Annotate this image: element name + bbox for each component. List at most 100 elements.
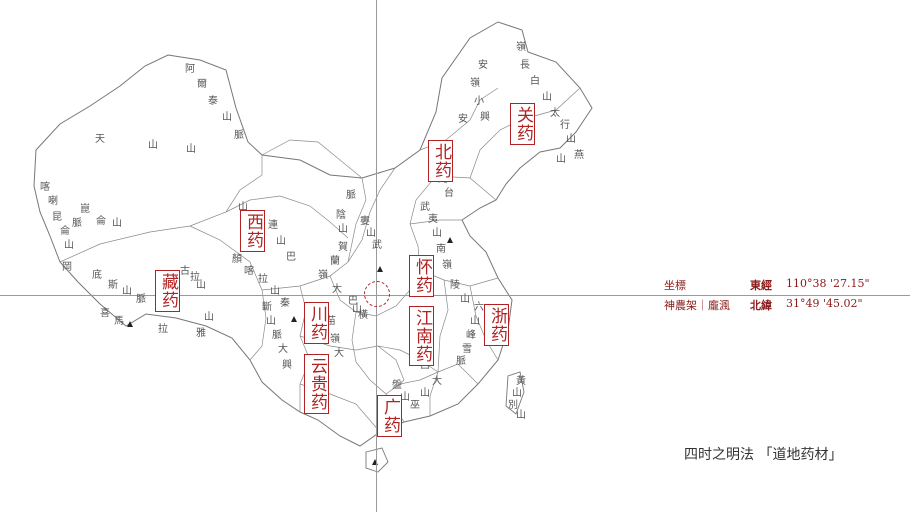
region-chuan: 川药 xyxy=(304,302,329,344)
terrain-glyph: 阿 xyxy=(185,64,195,75)
terrain-glyph: 太 xyxy=(550,108,560,119)
country-outline xyxy=(33,21,593,447)
region-guan: 关药 xyxy=(510,103,535,145)
terrain-glyph: 侖 xyxy=(96,216,106,227)
terrain-glyph: 喀 xyxy=(40,182,50,193)
terrain-glyph: 拉 xyxy=(258,274,268,285)
terrain-glyph: 大 xyxy=(334,348,344,359)
terrain-glyph: 嶺 xyxy=(318,270,328,281)
terrain-glyph: 岡 xyxy=(62,262,72,273)
crosshair-vertical xyxy=(376,0,377,512)
terrain-glyph: 巴 xyxy=(286,252,296,263)
terrain-glyph: 喀 xyxy=(244,266,254,277)
terrain-glyph: 崑 xyxy=(80,204,90,215)
hainan-outline xyxy=(365,447,389,473)
terrain-glyph: 秦 xyxy=(280,298,290,309)
terrain-glyph: 山 xyxy=(542,92,552,103)
terrain-glyph: 侖 xyxy=(60,226,70,237)
longitude-label: 東經 xyxy=(750,279,772,292)
terrain-glyph: 大 xyxy=(278,344,288,355)
terrain-glyph: 喇 xyxy=(48,196,58,207)
terrain-glyph: 六 xyxy=(474,302,484,313)
terrain-glyph: 山 xyxy=(512,388,522,399)
terrain-glyph: 脈 xyxy=(72,218,82,229)
coordinates-panel: 坐標 東經 110°38 '27.15" 神農架｜龐渢 北緯 31°49 '45… xyxy=(664,277,904,313)
terrain-glyph: 巫 xyxy=(410,400,420,411)
terrain-glyph: 長 xyxy=(520,60,530,71)
terrain-glyph: 脈 xyxy=(272,330,282,341)
terrain-glyph: 嶺 xyxy=(470,78,480,89)
terrain-glyph: 興 xyxy=(480,112,490,123)
terrain-glyph: 脈 xyxy=(234,130,244,141)
terrain-glyph: 斯 xyxy=(108,280,118,291)
terrain-glyph: 山 xyxy=(266,316,276,327)
terrain-glyph: 大 xyxy=(332,284,342,295)
footer-title: 四时之明法 「道地药材」 xyxy=(684,447,843,463)
terrain-glyph: 山 xyxy=(470,316,480,327)
latitude-label: 北緯 xyxy=(750,299,772,312)
terrain-glyph: 山 xyxy=(270,286,280,297)
region-yungui: 云贵药 xyxy=(304,354,329,414)
terrain-glyph: 南 xyxy=(436,244,446,255)
terrain-glyph: 脈 xyxy=(136,294,146,305)
terrain-glyph: 橫 xyxy=(358,310,368,321)
taiwan-outline xyxy=(505,371,525,415)
terrain-glyph: 山 xyxy=(222,112,232,123)
terrain-glyph: 山 xyxy=(352,304,362,315)
terrain-glyph: 台 xyxy=(444,188,454,199)
region-xi: 西药 xyxy=(240,210,265,252)
terrain-glyph: 馬 xyxy=(114,316,124,327)
terrain-glyph: 拉 xyxy=(158,324,168,335)
terrain-glyph: 峰 xyxy=(466,330,476,341)
terrain-glyph: 喜 xyxy=(100,308,110,319)
coord-label-top: 坐標 xyxy=(664,279,686,292)
terrain-glyph: 安 xyxy=(478,60,488,71)
terrain-glyph: 拉 xyxy=(190,272,200,283)
longitude-value: 110°38 '27.15" xyxy=(786,277,870,290)
terrain-glyph: 巴 xyxy=(348,296,358,307)
terrain-glyph: 山 xyxy=(112,218,122,229)
terrain-glyph: 脈 xyxy=(456,356,466,367)
terrain-glyph: 天 xyxy=(95,134,105,145)
terrain-glyph: 山 xyxy=(432,228,442,239)
terrain-glyph: 黃 xyxy=(516,376,526,387)
terrain-glyph: 山 xyxy=(338,224,348,235)
terrain-glyph: 山 xyxy=(556,154,566,165)
terrain-glyph: 婁 xyxy=(360,216,370,227)
terrain-glyph: 苗 xyxy=(326,316,336,327)
terrain-glyph: 脈 xyxy=(346,190,356,201)
region-zhe: 浙药 xyxy=(484,304,509,346)
region-guang: 广药 xyxy=(377,395,402,437)
terrain-glyph: 山 xyxy=(366,228,376,239)
terrain-glyph: 陵 xyxy=(450,280,460,291)
terrain-glyph: 顏 xyxy=(232,254,242,265)
terrain-glyph: 山 xyxy=(64,240,74,251)
terrain-glyph: 山 xyxy=(566,134,576,145)
terrain-glyph: 山 xyxy=(238,202,248,213)
terrain-glyph: 底 xyxy=(92,270,102,281)
crosshair-horizontal xyxy=(0,295,910,296)
terrain-glyph: 山 xyxy=(516,410,526,421)
region-bei: 北药 xyxy=(428,140,453,182)
terrain-glyph: 賀 xyxy=(338,242,348,253)
terrain-glyph: 行 xyxy=(560,120,570,131)
terrain-glyph: 山 xyxy=(400,392,410,403)
latitude-value: 31°49 '45.02" xyxy=(786,297,863,310)
terrain-glyph: 嶺 xyxy=(516,42,526,53)
terrain-glyph: 山 xyxy=(204,312,214,323)
terrain-glyph: 山 xyxy=(276,236,286,247)
terrain-glyph: 盤 xyxy=(392,380,402,391)
terrain-glyph: 山 xyxy=(420,388,430,399)
terrain-glyph: 雪 xyxy=(462,344,472,355)
terrain-glyph: 山 xyxy=(122,286,132,297)
terrain-glyph: 泰 xyxy=(208,96,218,107)
terrain-glyph: 昆 xyxy=(52,212,62,223)
region-huai: 怀药 xyxy=(409,255,434,297)
terrain-glyph: 白 xyxy=(530,76,540,87)
coord-label-bottom: 神農架｜龐渢 xyxy=(664,299,730,312)
terrain-glyph: 陰 xyxy=(336,210,346,221)
terrain-glyph: 別 xyxy=(508,400,518,411)
terrain-glyph: 爾 xyxy=(197,79,207,90)
terrain-glyph: 嶺 xyxy=(442,260,452,271)
